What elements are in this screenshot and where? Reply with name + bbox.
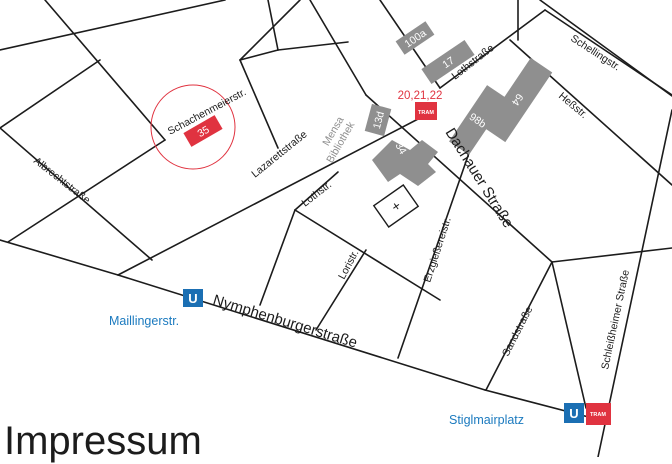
building-label: 13d	[371, 110, 387, 130]
label-albrechtstrasse: Albrechtstraße	[31, 155, 92, 207]
street-albrechtstrasse	[0, 127, 153, 261]
street-dachauer-connector	[365, 94, 553, 263]
street-loristr-connector	[294, 209, 441, 301]
label-nymphenburgerstrasse: Nymphenburgerstraße	[211, 292, 359, 352]
label-erzgiessereistr: Erzgießereistr.	[421, 216, 453, 284]
tram-badge-label: TRAM	[418, 110, 434, 116]
tram-stop-lothstrasse[interactable]: 20,21,22 TRAM	[398, 90, 443, 120]
station-name: Maillingerstr.	[109, 314, 179, 328]
poi-mensa-bibliothek: Mensa Bibliothek	[320, 115, 357, 166]
building-label: 17	[440, 55, 457, 72]
ubahn-icon	[183, 289, 203, 307]
street-sandstrasse	[485, 261, 553, 391]
buildings: 100a 17 64 98b 13d 34 35	[150, 21, 553, 186]
street-top-left-diagonal	[0, 0, 226, 51]
street-nymphenburgerstrasse	[117, 274, 486, 391]
street-top-right	[539, 0, 672, 97]
street-schachenmeierstr	[44, 0, 166, 141]
ubahn-badge-label: U	[188, 291, 197, 306]
street-northwest-vertical	[309, 0, 367, 96]
street-lothstrasse	[439, 9, 546, 89]
tram-lines-label: 20,21,22	[398, 90, 443, 102]
ubahn-badge-label: U	[569, 406, 578, 421]
building-35[interactable]: 35	[183, 115, 223, 147]
building-label: 64	[509, 91, 526, 108]
tram-badge-icon	[586, 403, 611, 425]
street-lazarett-inner	[239, 59, 279, 149]
street-lazarett-north	[239, 0, 301, 61]
street-erzgiessereistr	[397, 149, 471, 359]
label-sandstrasse: Sandstraße	[500, 304, 535, 358]
label-lothstr: Lothstr.	[299, 179, 334, 210]
label-schellingstr: Schellingstr.	[568, 32, 622, 73]
street-vertical-left	[267, 0, 279, 51]
church-building[interactable]: +	[372, 184, 420, 228]
building-label: 35	[195, 124, 211, 140]
street-lothstr	[294, 171, 339, 211]
building-34[interactable]: 34	[372, 140, 438, 186]
street-lower-left	[0, 239, 119, 276]
building-13d[interactable]: 13d	[364, 103, 392, 137]
street-loristr	[315, 249, 367, 331]
building-98b[interactable]: 98b	[449, 85, 507, 155]
street-middle-left	[239, 49, 279, 61]
building-100a[interactable]: 100a	[395, 21, 435, 55]
street-lothstr-south	[259, 209, 296, 306]
street-schleissheimer	[597, 109, 672, 457]
station-name: Stiglmairplatz	[449, 413, 524, 427]
street-lazarettstrasse	[117, 117, 421, 276]
street-lazarett-connector	[7, 139, 166, 243]
street-east-connector	[551, 247, 672, 263]
highlight-circle	[150, 84, 236, 170]
street-top-left-lower	[0, 59, 101, 129]
building-64[interactable]: 64	[483, 57, 553, 143]
building-17[interactable]: 17	[421, 39, 475, 85]
page-title: Impressum	[4, 419, 202, 463]
street-dachauer-south	[551, 261, 587, 409]
ubahn-icon	[564, 403, 584, 423]
building-label: 34	[392, 140, 408, 156]
tram-badge-label: TRAM	[590, 412, 606, 418]
tram-badge-icon	[415, 102, 437, 120]
station-maillingerstr[interactable]: U Maillingerstr.	[109, 289, 203, 328]
station-stiglmairplatz[interactable]: Stiglmairplatz U TRAM	[449, 403, 611, 427]
label-hessstr: Heßstr.	[556, 90, 590, 121]
label-lazarettstrasse: Lazarettstraße	[249, 128, 309, 180]
